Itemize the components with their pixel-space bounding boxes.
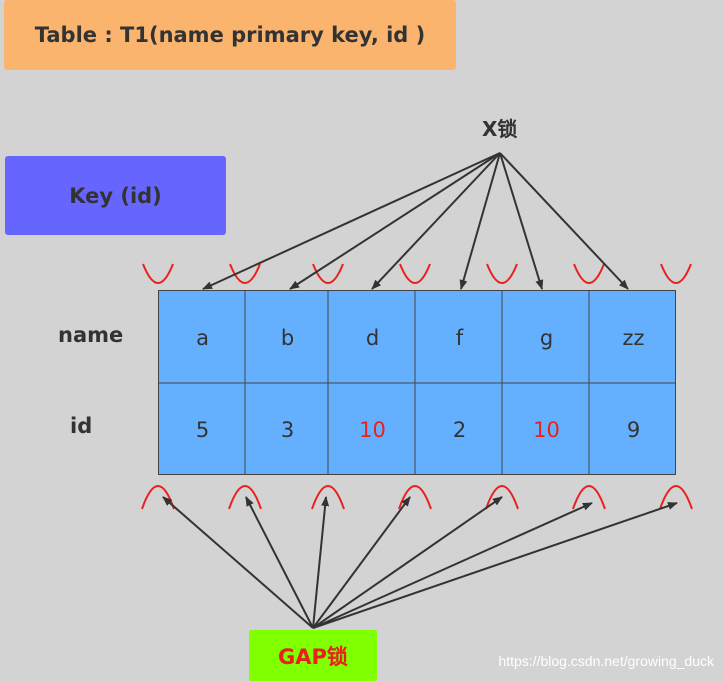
x-lock-arrow-3 (459, 152, 501, 290)
cell-name-g: g (539, 325, 554, 350)
cell-name-a: a (196, 325, 209, 350)
table-title: Table : T1(name primary key, id ) (34, 23, 426, 47)
key-label: Key (id) (69, 183, 162, 208)
gap-lock-arrow-0 (162, 496, 314, 629)
cell-id-a: 5 (195, 418, 210, 442)
cell-id-zz: 9 (626, 418, 641, 442)
table-title-box: Table : T1(name primary key, id ) (4, 0, 456, 70)
gap-marker-top-3 (399, 263, 431, 284)
x-lock-label: X锁 (482, 117, 518, 141)
gap-marker-top-2 (312, 263, 344, 284)
cell-id-g: 10 (533, 418, 560, 442)
gap-lock-arrow-5 (312, 502, 593, 629)
cell-id-b: 3 (280, 418, 295, 442)
x-lock-arrow-0 (202, 152, 501, 290)
gap-lock-arrow-1 (245, 496, 314, 629)
gap-lock-arrow-3 (312, 496, 411, 629)
cell-name-d: d (365, 325, 380, 350)
gap-marker-top-4 (486, 263, 518, 284)
x-lock-arrow-2 (371, 152, 501, 290)
cell-name-b: b (280, 325, 295, 350)
gap-marker-bottom-5 (572, 485, 606, 510)
gap-lock-arrow-4 (312, 496, 503, 629)
key-box: Key (id) (5, 156, 226, 235)
cell-name-f: f (455, 325, 464, 350)
gap-marker-bottom-0 (141, 485, 175, 510)
gap-marker-bottom-4 (485, 485, 519, 510)
cell-id-d: 10 (359, 418, 386, 442)
gap-marker-bottom-2 (311, 485, 345, 510)
cell-name-zz: zz (622, 325, 645, 350)
gap-lock-box: GAP锁 (249, 630, 377, 681)
gap-marker-top-5 (573, 263, 605, 284)
watermark: https://blog.csdn.net/growing_duck (498, 653, 714, 669)
gap-marker-bottom-6 (659, 485, 693, 510)
row-label-name: name (58, 323, 124, 347)
gap-lock-arrow-2 (312, 496, 330, 629)
gap-lock-arrow-6 (312, 502, 678, 629)
gap-marker-top-0 (142, 263, 174, 284)
x-lock-arrow-4 (499, 152, 544, 290)
gap-marker-top-1 (229, 263, 261, 284)
gap-marker-bottom-1 (228, 485, 262, 510)
cell-id-f: 2 (452, 418, 467, 442)
row-label-id: id (70, 414, 93, 438)
x-lock-arrow-5 (499, 152, 629, 290)
gap-lock-label: GAP锁 (278, 644, 348, 669)
gap-marker-top-6 (660, 263, 692, 284)
x-lock-arrow-1 (289, 152, 501, 290)
